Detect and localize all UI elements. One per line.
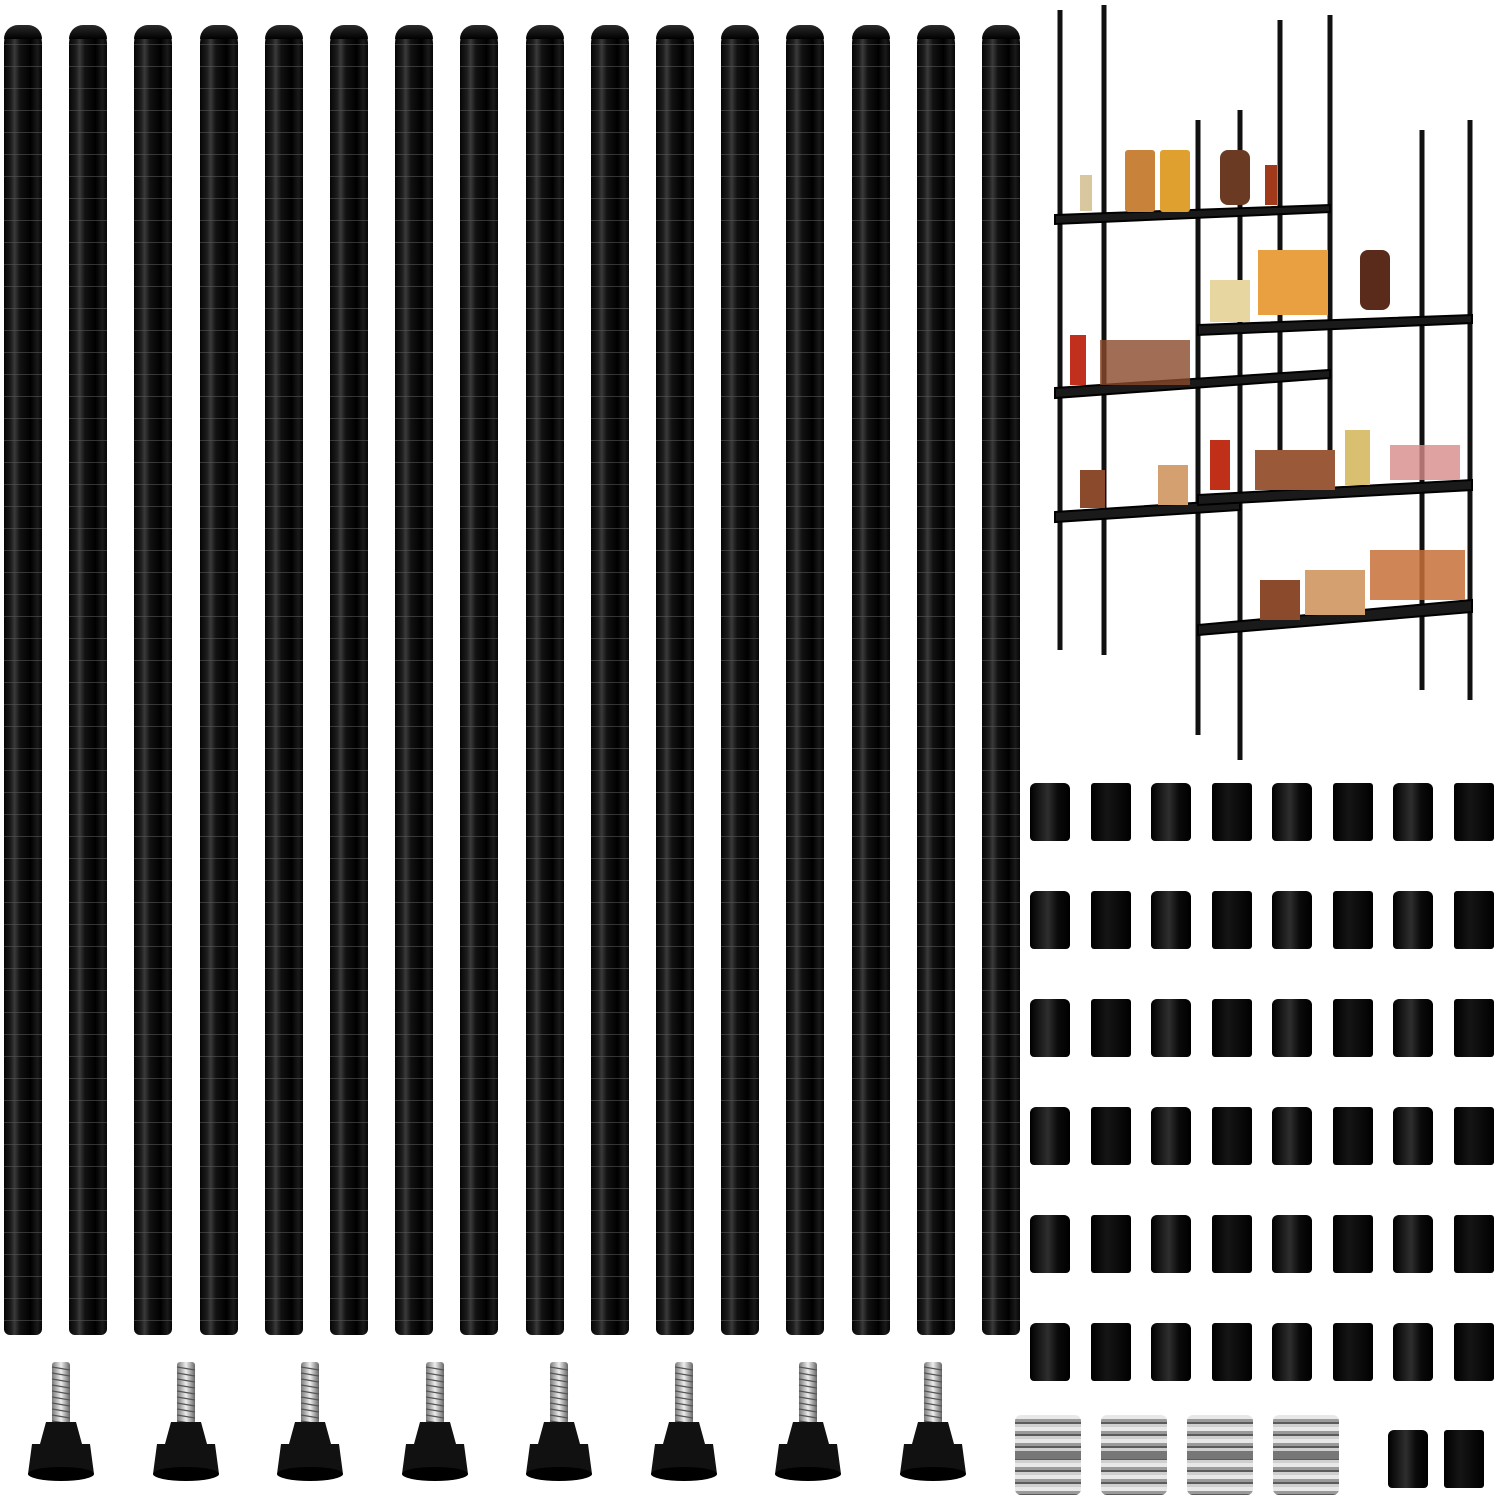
shelf-clip xyxy=(1332,1215,1373,1273)
assembled-shelving-photo xyxy=(1054,5,1473,760)
pole-connector xyxy=(1187,1415,1253,1495)
shelf-clip xyxy=(1211,999,1252,1057)
leveling-foot xyxy=(524,1362,594,1482)
shelf-clip xyxy=(1272,1323,1312,1381)
shelf-clip xyxy=(1211,1215,1252,1273)
shelf-pole xyxy=(525,25,564,1335)
shelf-clip xyxy=(1272,1107,1312,1165)
shelf-clip xyxy=(1030,783,1070,841)
shelf-pole xyxy=(982,25,1020,1335)
leveling-foot xyxy=(898,1362,968,1482)
pole-connector xyxy=(1101,1415,1167,1495)
shelf-clip xyxy=(1090,1107,1131,1165)
shelf-pole xyxy=(264,25,303,1335)
shelf-pole xyxy=(721,25,760,1335)
shelf-clip xyxy=(1151,783,1191,841)
leveling-foot xyxy=(400,1362,470,1482)
shelf-clip xyxy=(1151,891,1191,949)
shelf-pole xyxy=(656,25,694,1335)
pole-connector xyxy=(1015,1415,1081,1495)
shelf-clip xyxy=(1332,783,1373,841)
shelf-clip xyxy=(1393,999,1433,1057)
shelf-clip xyxy=(1151,1323,1191,1381)
shelf-clip xyxy=(1090,999,1131,1057)
shelf-clip xyxy=(1090,783,1131,841)
shelf-clip xyxy=(1272,999,1312,1057)
shelf-clip xyxy=(1151,1215,1191,1273)
shelf-clip xyxy=(1453,891,1494,949)
shelf-clip xyxy=(1453,1107,1494,1165)
leveling-foot xyxy=(649,1362,719,1482)
shelf-clip xyxy=(1272,783,1312,841)
shelf-pole xyxy=(395,25,434,1335)
leveling-foot xyxy=(275,1362,345,1482)
shelf-pole xyxy=(851,25,890,1335)
shelf-clip xyxy=(1211,891,1252,949)
shelf-pole xyxy=(199,25,238,1335)
shelf-clip xyxy=(1393,1107,1433,1165)
shelf-pole xyxy=(590,25,629,1335)
shelf-clip xyxy=(1211,783,1252,841)
shelf-clip xyxy=(1211,1107,1252,1165)
leveling-foot xyxy=(26,1362,96,1482)
shelf-clip xyxy=(1388,1430,1428,1488)
shelf-pole xyxy=(134,25,173,1335)
shelf-clip xyxy=(1030,891,1070,949)
shelf-clip xyxy=(1393,783,1433,841)
shelf-clip xyxy=(1332,999,1373,1057)
shelf-clip xyxy=(1393,891,1433,949)
shelf-pole xyxy=(69,25,108,1335)
shelf-clip xyxy=(1453,1323,1494,1381)
shelf-clip xyxy=(1332,1323,1373,1381)
pole-connector xyxy=(1273,1415,1339,1495)
shelf-clip xyxy=(1090,1323,1131,1381)
shelf-clip xyxy=(1444,1430,1484,1488)
shelf-pole xyxy=(4,25,42,1335)
leveling-foot xyxy=(151,1362,221,1482)
shelf-clip xyxy=(1030,1215,1070,1273)
shelf-clip xyxy=(1272,1215,1312,1273)
shelf-clip xyxy=(1393,1323,1433,1381)
shelf-clip xyxy=(1030,1107,1070,1165)
shelf-clip xyxy=(1453,1215,1494,1273)
shelf-clip xyxy=(1211,1323,1252,1381)
shelf-clip xyxy=(1030,1323,1070,1381)
shelf-pole xyxy=(916,25,955,1335)
shelf-clip xyxy=(1453,999,1494,1057)
leveling-foot xyxy=(773,1362,843,1482)
shelf-pole xyxy=(330,25,368,1335)
shelf-clip xyxy=(1030,999,1070,1057)
shelf-clip xyxy=(1090,1215,1131,1273)
shelf-clip xyxy=(1453,783,1494,841)
shelf-clip xyxy=(1151,999,1191,1057)
shelf-clip xyxy=(1332,891,1373,949)
shelf-clip xyxy=(1090,891,1131,949)
shelf-pole xyxy=(786,25,825,1335)
shelf-clip xyxy=(1393,1215,1433,1273)
shelf-clip xyxy=(1151,1107,1191,1165)
shelf-clip xyxy=(1332,1107,1373,1165)
shelf-pole xyxy=(460,25,499,1335)
shelf-clip xyxy=(1272,891,1312,949)
